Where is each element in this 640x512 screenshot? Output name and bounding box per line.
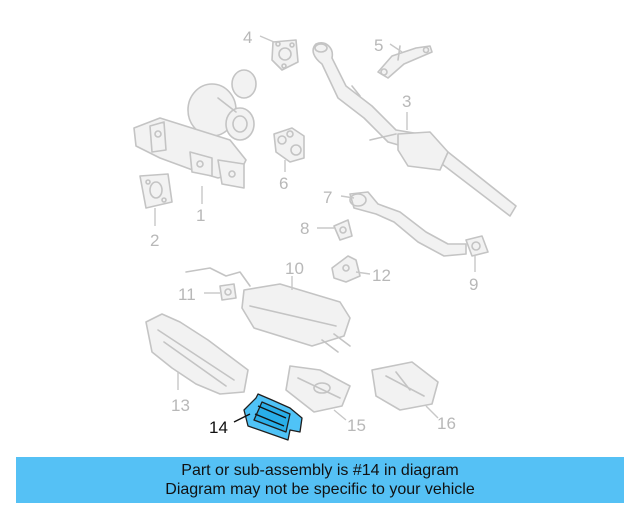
callout-12: 12	[372, 266, 391, 285]
leader-14	[233, 413, 251, 423]
exhaust-parts-diagram: 4 5 3 1 2	[133, 28, 517, 441]
leader-7	[340, 195, 355, 199]
callout-7: 7	[323, 188, 332, 207]
part-12-bracket	[331, 255, 361, 283]
part-8-clamp	[333, 219, 353, 241]
leader-16	[425, 405, 439, 419]
part-7-pipe	[349, 191, 467, 257]
callout-11: 11	[178, 285, 196, 304]
callout-15: 15	[347, 416, 366, 435]
part-15-heat-shield	[285, 365, 351, 413]
part-6-hardware	[273, 127, 305, 163]
part-10-muffler	[185, 267, 351, 353]
callout-10: 10	[285, 259, 304, 278]
leader-4	[259, 35, 275, 43]
info-banner: Part or sub-assembly is #14 in diagram D…	[16, 457, 624, 503]
part-14-heat-shield-highlighted	[243, 393, 303, 441]
callout-9: 9	[469, 275, 478, 294]
part-4-gasket	[271, 39, 299, 71]
callout-1: 1	[196, 206, 205, 225]
part-5-bracket	[377, 45, 433, 79]
part-3-front-pipe	[312, 42, 517, 217]
callout-13: 13	[171, 396, 190, 415]
callout-3: 3	[402, 92, 411, 111]
callout-14: 14	[209, 418, 228, 437]
part-9-hanger	[465, 235, 489, 257]
callout-5: 5	[374, 36, 383, 55]
leader-5	[389, 43, 403, 53]
callout-4: 4	[243, 28, 252, 47]
callout-6: 6	[279, 174, 288, 193]
banner-line-2: Diagram may not be specific to your vehi…	[165, 481, 475, 498]
leader-12	[355, 271, 371, 275]
callout-16: 16	[437, 414, 456, 433]
part-1-turbo-manifold	[133, 69, 257, 189]
callout-8: 8	[300, 219, 309, 238]
part-2-gasket	[139, 173, 173, 209]
part-11-clamp	[219, 283, 237, 301]
leader-15	[333, 409, 347, 421]
callout-2: 2	[150, 231, 159, 250]
part-16-heat-shield	[371, 361, 439, 411]
banner-line-1: Part or sub-assembly is #14 in diagram	[181, 462, 459, 479]
part-13-heat-shield	[145, 313, 249, 395]
